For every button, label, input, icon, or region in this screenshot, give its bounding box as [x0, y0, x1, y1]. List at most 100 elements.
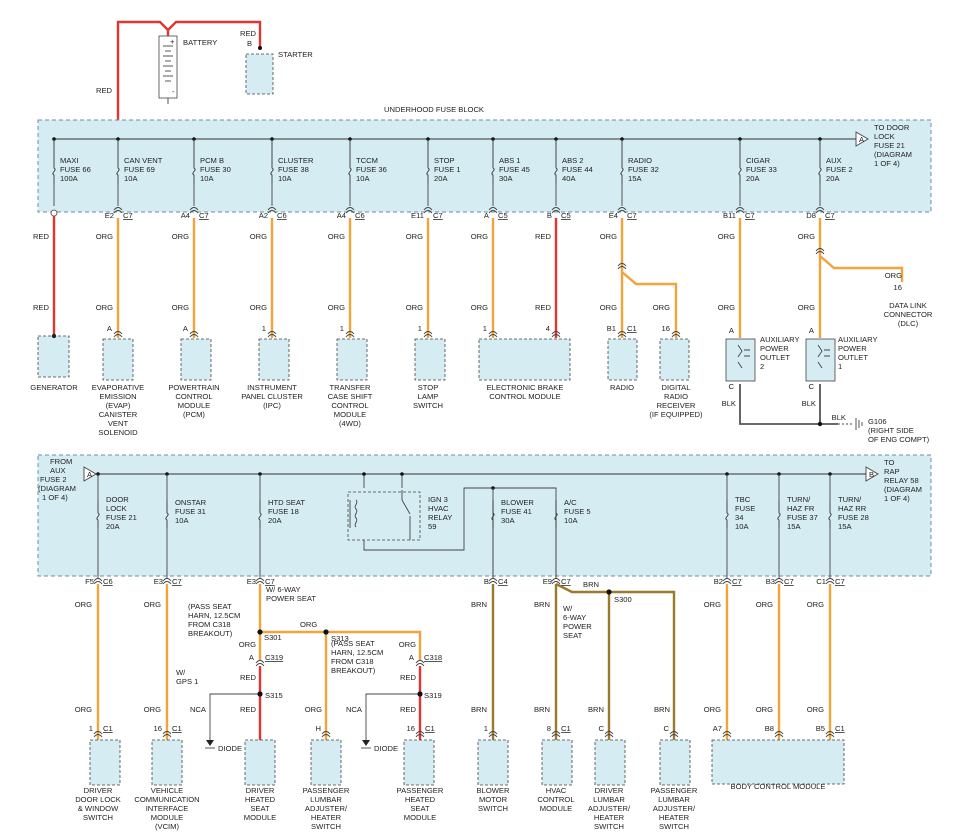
bus-flag-a: A	[859, 135, 865, 144]
wire-color: ORG	[798, 232, 815, 241]
fuse-name: CAN VENT	[124, 156, 163, 165]
starter	[245, 53, 274, 95]
pin-number: 1	[483, 324, 487, 333]
connector-pin: E3	[154, 577, 163, 586]
wire-color: ORG	[756, 600, 773, 609]
fuse-number: FUSE 33	[746, 165, 777, 174]
wire-color: BRN	[534, 600, 550, 609]
fuse-amperage: 10A	[278, 174, 292, 183]
wire-color: RED	[33, 232, 50, 241]
fuse-name: STOP	[434, 156, 455, 165]
wire-color: ORG	[305, 705, 322, 714]
connector-id: C7	[123, 211, 133, 220]
connector-icon	[423, 207, 433, 214]
connector-icon	[321, 731, 331, 738]
connector-icon	[669, 731, 679, 738]
component-label-dla: LUMBAR	[593, 795, 625, 804]
svg-text:(DIAGRAM: (DIAGRAM	[884, 485, 922, 494]
connector-id: C7	[784, 577, 794, 586]
component-label-dlc: CONNECTOR	[884, 310, 933, 319]
wire-color: ORG	[807, 600, 824, 609]
svg-text:RELAY 58: RELAY 58	[884, 476, 919, 485]
diode-icon	[205, 740, 371, 749]
wire-color: ORG	[600, 303, 617, 312]
pin-number: A	[809, 326, 815, 335]
fuse-amperage: 20A	[826, 174, 840, 183]
component-label-pls: SWITCH	[311, 822, 341, 831]
connector-pin: A4	[337, 211, 346, 220]
connector-id: C7	[172, 577, 182, 586]
fuse-name: CIGAR	[746, 156, 771, 165]
fuse-icon	[270, 139, 274, 183]
starter-wire	[167, 20, 262, 48]
wire-color: RED	[240, 705, 257, 714]
pin-number: 1	[484, 724, 488, 733]
wire-color: ORG	[600, 232, 617, 241]
fuse-text: 34	[735, 513, 743, 522]
fuse-text: TBC	[735, 495, 751, 504]
connector-pin: F5	[85, 577, 94, 586]
component-label-pls: ADJUSTER/	[305, 804, 348, 813]
nca-label: NCA	[346, 705, 363, 714]
component-label-pls: LUMBAR	[310, 795, 342, 804]
component-label-dhs: HEATED	[245, 795, 276, 804]
fuse-icon	[818, 139, 822, 183]
passenger-heated-seat-module	[403, 739, 435, 786]
splice-s319: S319	[424, 691, 442, 700]
component-label-dla: ADJUSTER/	[588, 804, 631, 813]
svg-text:1 OF 4): 1 OF 4)	[874, 159, 900, 168]
fuse-text: 15A	[787, 522, 801, 531]
connector-icon	[551, 207, 561, 214]
svg-text:1 OF 4): 1 OF 4)	[884, 494, 910, 503]
connector-icon	[267, 331, 277, 338]
component-label-evap: CANISTER	[99, 410, 138, 419]
component-label-pcm: POWERTRAIN	[168, 383, 219, 392]
pin-number: A	[249, 653, 255, 662]
connector-pin: E4	[609, 211, 618, 220]
connector-id: C4	[498, 577, 508, 586]
component-label-door: DOOR LOCK	[75, 795, 121, 804]
fuse-text: 20A	[268, 516, 282, 525]
component-label-dlc: DATA LINK	[889, 301, 927, 310]
lower-fuse-block	[37, 454, 932, 577]
battery-minus: -	[172, 87, 175, 96]
vcim	[151, 739, 183, 786]
component-label-evap: EMISSION	[99, 392, 136, 401]
connector-id: C7	[561, 577, 571, 586]
wire-color: BLK	[802, 399, 816, 408]
connector-icon	[113, 331, 123, 338]
component-label-ebcm: CONTROL MODULE	[489, 392, 560, 401]
passenger-lumbar-switch-b	[659, 739, 691, 786]
connector-icon	[774, 731, 784, 738]
fuse-text: HTD SEAT	[268, 498, 305, 507]
connector-icon	[774, 578, 784, 585]
fuse-number: FUSE 44	[562, 165, 593, 174]
note-pass-harn: HARN, 12.5CM	[331, 648, 383, 657]
fuse-block-title: UNDERHOOD FUSE BLOCK	[384, 105, 484, 114]
diode-label: DIODE	[218, 744, 242, 753]
starter-pin: B	[247, 39, 252, 48]
fuse-text: 10A	[735, 522, 749, 531]
wire-color: BLK	[832, 413, 846, 422]
pin-number: 8	[547, 724, 551, 733]
svg-text:AUX: AUX	[50, 466, 66, 475]
wire-color: ORG	[471, 303, 488, 312]
battery-plus: +	[170, 37, 175, 46]
connector-id: C5	[498, 211, 508, 220]
fuse-amperage: 100A	[60, 174, 79, 183]
connector-id: C1	[425, 724, 435, 733]
fuse-text: LOCK	[106, 504, 127, 513]
connector-c319: C319	[265, 653, 283, 662]
svg-text:TO: TO	[884, 458, 895, 467]
auxiliary-power-outlet-2	[725, 338, 756, 382]
connector-icon	[189, 207, 199, 214]
component-label-stop: STOP	[418, 383, 439, 392]
svg-text:1 OF 4): 1 OF 4)	[42, 493, 68, 502]
fuse-number: FUSE 66	[60, 165, 91, 174]
component-label-g106: OF ENG COMPT)	[868, 435, 930, 444]
wire-color: ORG	[471, 232, 488, 241]
component-label-tccm: CONTROL	[331, 401, 368, 410]
battery-label: BATTERY	[183, 38, 217, 47]
fuse-amperage: 40A	[562, 174, 576, 183]
